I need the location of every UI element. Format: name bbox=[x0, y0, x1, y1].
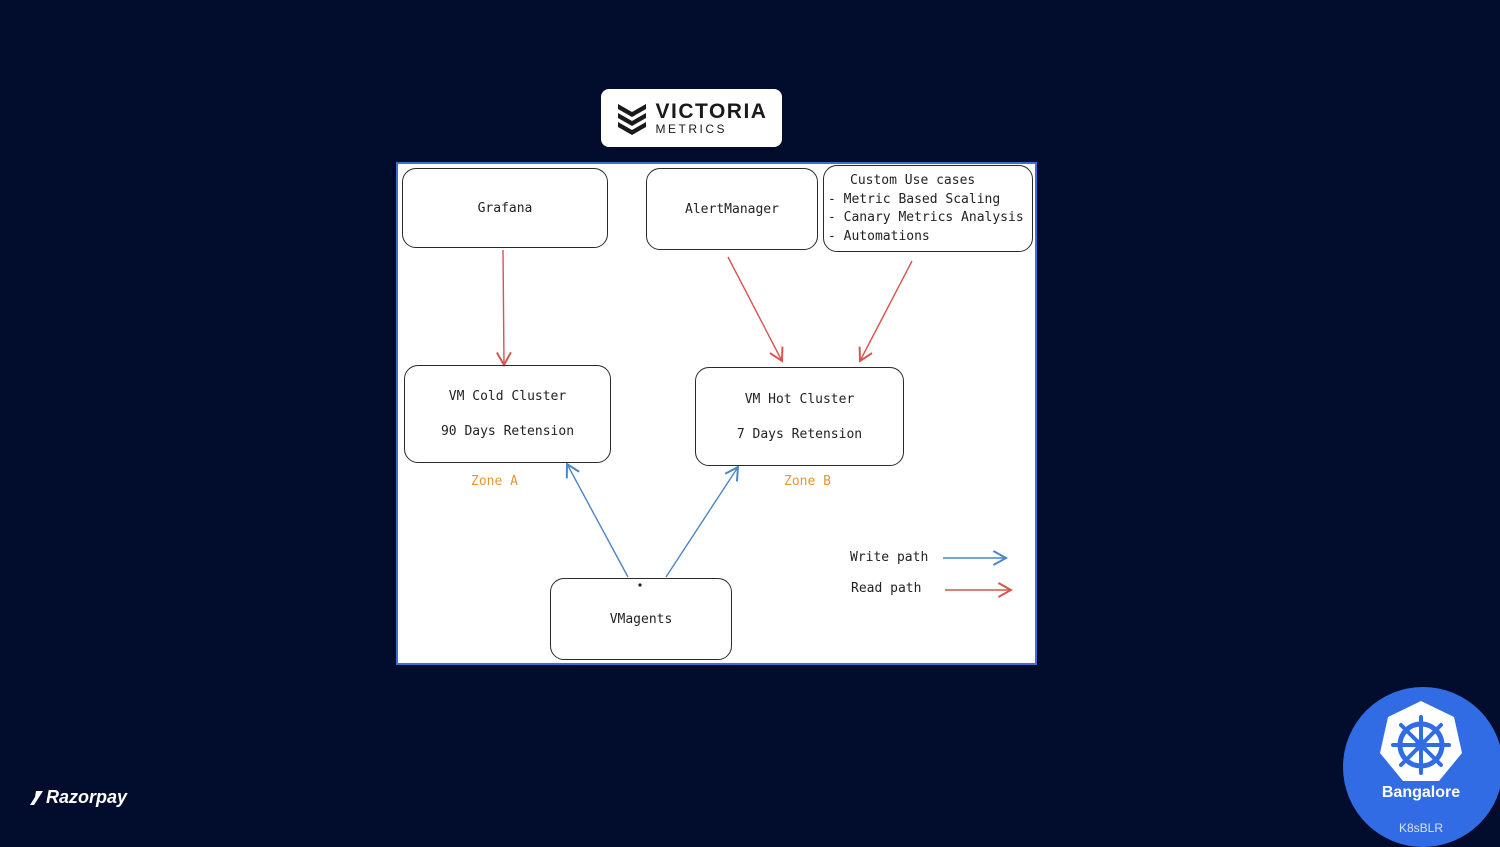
victoriametrics-logo: VICTORIA METRICS bbox=[601, 89, 782, 147]
alertmanager-box: AlertManager bbox=[646, 168, 818, 250]
razorpay-mark-icon bbox=[30, 790, 43, 805]
grafana-box: Grafana bbox=[402, 168, 608, 248]
badge-subtitle: K8sBLR bbox=[1398, 821, 1444, 835]
vmagents-box: VMagents bbox=[550, 578, 732, 660]
hot-cluster-title: VM Hot Cluster bbox=[744, 391, 855, 407]
badge-title: Bangalore bbox=[1381, 784, 1461, 801]
vm-cold-cluster-box: VM Cold Cluster 90 Days Retension bbox=[404, 365, 611, 463]
architecture-diagram: Grafana AlertManager Custom Use cases - … bbox=[396, 162, 1037, 665]
logo-main-text: VICTORIA bbox=[655, 100, 768, 123]
custom-item-automations: - Automations bbox=[828, 228, 930, 244]
stray-dot bbox=[638, 583, 642, 587]
read-arrow-alertmanager-to-hot bbox=[727, 256, 784, 363]
grafana-label: Grafana bbox=[477, 200, 533, 216]
k8sblr-badge: Bangalore K8sBLR bbox=[1343, 687, 1500, 847]
hot-cluster-retention: 7 Days Retension bbox=[736, 426, 863, 442]
vmagents-label: VMagents bbox=[609, 611, 673, 627]
custom-item-canary: - Canary Metrics Analysis bbox=[828, 210, 1024, 225]
read-arrow-grafana-to-cold bbox=[496, 249, 512, 368]
razorpay-text: Razorpay bbox=[46, 787, 128, 807]
cold-cluster-retention: 90 Days Retension bbox=[440, 424, 575, 439]
read-arrow-custom-to-hot bbox=[858, 260, 913, 363]
alertmanager-label: AlertManager bbox=[685, 201, 779, 217]
razorpay-logo: Razorpay bbox=[30, 787, 127, 808]
custom-item-scaling: - Metric Based Scaling bbox=[828, 191, 1001, 207]
zone-b-label: Zone B bbox=[784, 474, 831, 489]
legend-write-label: Write path bbox=[850, 550, 929, 565]
cold-cluster-title: VM Cold Cluster bbox=[448, 389, 567, 404]
victoriametrics-chevrons-icon bbox=[617, 104, 646, 135]
custom-use-cases-title: Custom Use cases bbox=[850, 173, 976, 188]
legend-read-label: Read path bbox=[851, 581, 922, 596]
diagram-arrows bbox=[496, 249, 1014, 598]
vm-hot-cluster-box: VM Hot Cluster 7 Days Retension bbox=[695, 367, 904, 466]
logo-sub-text: METRICS bbox=[655, 122, 728, 136]
write-arrow-vmagents-to-cold bbox=[565, 462, 629, 578]
zone-a-label: Zone A bbox=[471, 474, 518, 489]
write-arrow-vmagents-to-hot bbox=[665, 465, 740, 578]
kubernetes-helm-icon bbox=[1380, 701, 1462, 781]
custom-use-cases-box: Custom Use cases - Metric Based Scaling … bbox=[823, 165, 1033, 252]
